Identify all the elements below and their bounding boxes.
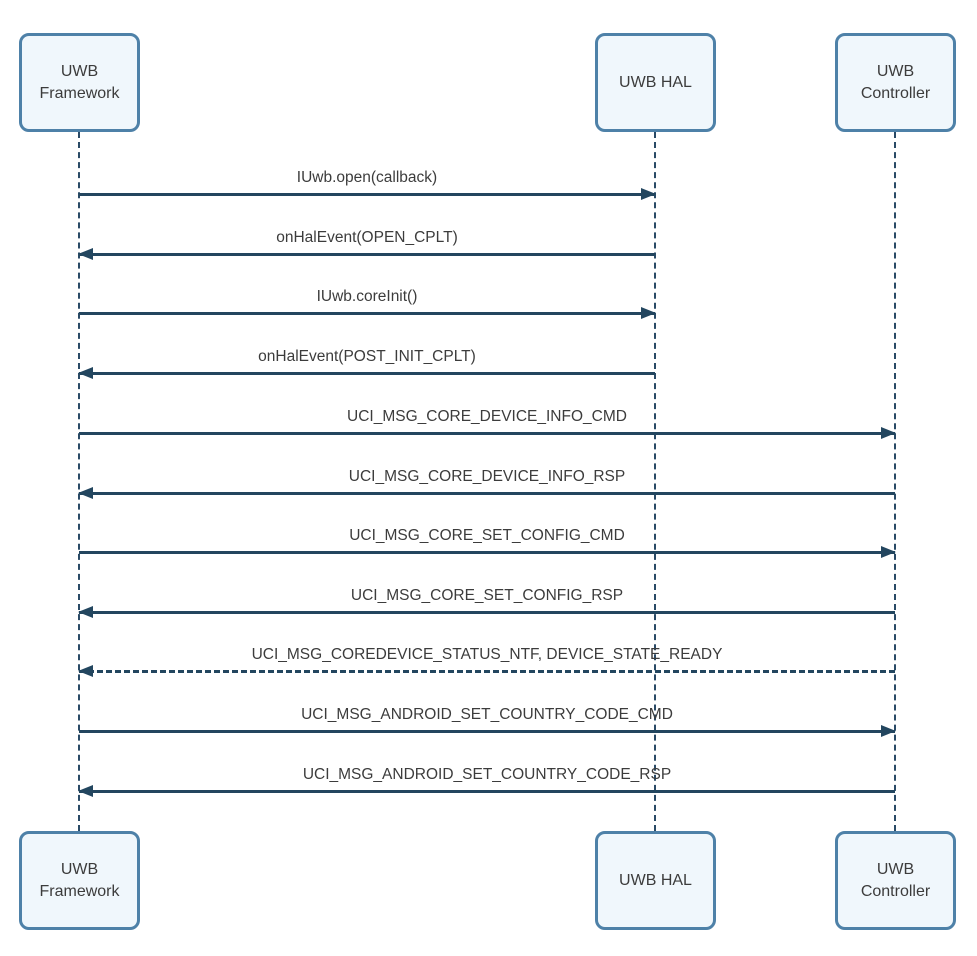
message-line [78,248,655,260]
actor-uwb-hal-bottom: UWB HAL [595,831,716,930]
message-line [78,487,895,499]
actor-uwb-framework-top: UWB Framework [19,33,140,132]
message-line [78,785,895,797]
actor-uwb-framework-bottom: UWB Framework [19,831,140,930]
message-line [79,427,896,439]
actor-uwb-controller-bottom: UWB Controller [835,831,956,930]
actor-label: UWB Controller [860,860,931,900]
message-label: IUwb.open(callback) [296,169,438,186]
arrowhead-left-icon [78,367,93,379]
arrowhead-left-icon [78,606,93,618]
message-line [78,665,895,677]
actor-label: UWB Framework [39,62,120,102]
arrowhead-left-icon [78,487,93,499]
message-label: onHalEvent(POST_INIT_CPLT) [258,348,476,365]
arrowhead-right-icon [881,725,896,737]
actor-label: UWB HAL [619,871,692,889]
arrowhead-right-icon [881,427,896,439]
message-line [79,307,656,319]
message-line [79,188,656,200]
actor-label: UWB Controller [860,62,931,102]
actor-label: UWB Framework [39,860,120,900]
message-label: UCI_MSG_CORE_SET_CONFIG_CMD [349,527,625,544]
actor-label: UWB HAL [619,73,692,91]
message-label: UCI_MSG_COREDEVICE_STATUS_NTF, DEVICE_ST… [251,646,723,663]
message-line [79,546,896,558]
message-label: UCI_MSG_CORE_SET_CONFIG_RSP [350,587,624,604]
actor-uwb-hal-top: UWB HAL [595,33,716,132]
lifeline-uwb-framework [78,132,80,831]
message-label: UCI_MSG_CORE_DEVICE_INFO_CMD [347,408,627,425]
arrowhead-right-icon [641,307,656,319]
message-label: UCI_MSG_ANDROID_SET_COUNTRY_CODE_CMD [301,706,673,723]
message-line [78,606,895,618]
message-label: onHalEvent(OPEN_CPLT) [276,229,458,246]
message-label: UCI_MSG_ANDROID_SET_COUNTRY_CODE_RSP [302,766,672,783]
arrowhead-left-icon [78,785,93,797]
arrowhead-left-icon [78,248,93,260]
actor-uwb-controller-top: UWB Controller [835,33,956,132]
lifeline-uwb-controller [894,132,896,831]
arrowhead-right-icon [641,188,656,200]
message-line [78,367,655,379]
lifeline-uwb-hal [654,132,656,831]
arrowhead-left-icon [78,665,93,677]
arrowhead-right-icon [881,546,896,558]
message-line [79,725,896,737]
message-label: UCI_MSG_CORE_DEVICE_INFO_RSP [348,468,626,485]
message-label: IUwb.coreInit() [316,288,418,305]
